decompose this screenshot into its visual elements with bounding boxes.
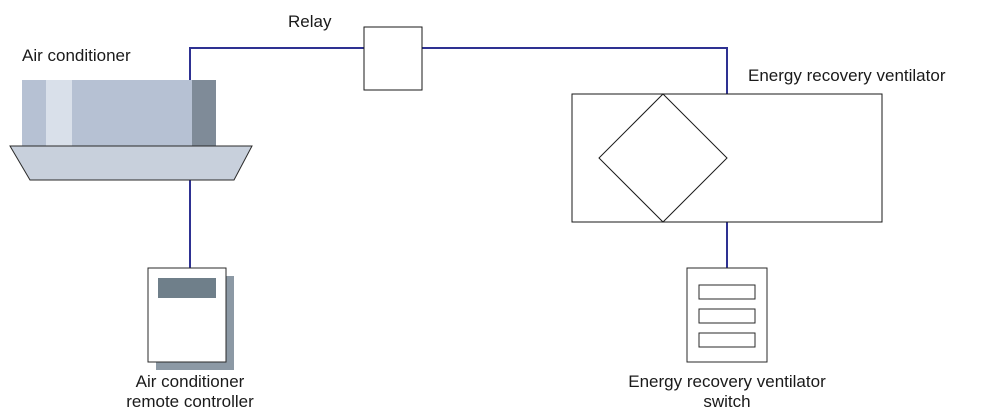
relay-box bbox=[363, 26, 423, 91]
wire-relay-to-erv bbox=[422, 47, 728, 94]
switch-label: Energy recovery ventilator switch bbox=[582, 372, 872, 412]
switch-button-3 bbox=[698, 332, 756, 348]
relay-label: Relay bbox=[288, 12, 332, 31]
switch-label-line-1: Energy recovery ventilator bbox=[628, 372, 826, 391]
wiring bbox=[189, 47, 728, 268]
switch-button-2 bbox=[698, 308, 756, 324]
switch-button-1 bbox=[698, 284, 756, 300]
erv-label: Energy recovery ventilator bbox=[748, 66, 946, 85]
energy-recovery-ventilator bbox=[571, 93, 883, 223]
remote-controller-label: Air conditioner remote controller bbox=[90, 372, 290, 412]
ac-light-panel bbox=[46, 80, 72, 146]
air-conditioner-label: Air conditioner bbox=[22, 46, 131, 65]
ac-grille bbox=[9, 145, 253, 181]
remote-display bbox=[158, 278, 216, 298]
switch-label-line-2: switch bbox=[703, 392, 751, 411]
remote-controller bbox=[147, 267, 234, 370]
erv-core-diamond bbox=[598, 93, 728, 223]
remote-label-line-1: Air conditioner bbox=[135, 372, 245, 391]
remote-label-line-2: remote controller bbox=[126, 392, 254, 411]
air-conditioner-unit bbox=[9, 80, 253, 181]
ac-dark-panel bbox=[192, 80, 216, 146]
ventilator-switch bbox=[686, 267, 768, 363]
wire-ac-to-relay bbox=[189, 47, 364, 80]
